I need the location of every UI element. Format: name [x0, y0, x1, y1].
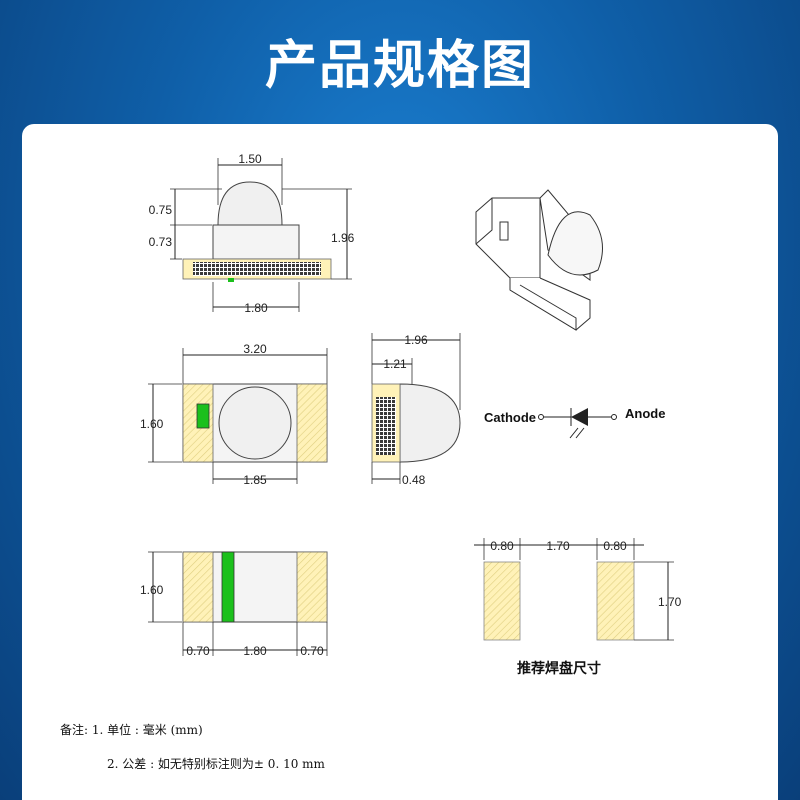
footprint-view: 0.80 1.70 0.80 1.70 推荐焊盘尺寸: [474, 538, 682, 677]
end-dome: [399, 383, 461, 463]
dim-side-bottom: 1.80: [244, 301, 268, 315]
dim-side-top: 1.50: [238, 152, 262, 166]
cathode-label: Cathode: [484, 410, 536, 425]
anode-label: Anode: [625, 406, 665, 421]
side-dome: [217, 181, 283, 226]
dim-side-total: 1.96: [331, 231, 355, 245]
dim-fp-height: 1.70: [658, 595, 682, 609]
iso-view: [475, 189, 603, 331]
dim-top-inner: 1.85: [243, 473, 267, 487]
end-view: 1.96 1.21 0.48: [371, 333, 461, 487]
dim-bottom-pad-right: 0.70: [300, 644, 324, 658]
dim-end-bottom: 0.48: [402, 473, 426, 487]
end-contact-grid: [376, 397, 396, 455]
dim-bottom-pad-left: 0.70: [186, 644, 210, 658]
bottom-left-pad: [182, 551, 214, 623]
dim-end-inner: 1.21: [383, 357, 407, 371]
side-body: [212, 224, 300, 260]
top-right-pad: [296, 383, 328, 463]
bottom-right-pad: [296, 551, 328, 623]
side-view: 1.50 0.75 0.73 1.96 1.80: [149, 152, 355, 315]
note-line-2: 2. 公差 : 如无特别标注则为± 0. 10 mm: [107, 756, 326, 771]
side-contact-grid: [193, 262, 321, 276]
footprint-pad-left: [483, 561, 521, 641]
diode-symbol: Cathode Anode: [484, 406, 665, 439]
page-title: 产品规格图: [264, 35, 535, 96]
page-header: 产品规格图: [0, 0, 800, 120]
top-polarity-mark: [196, 403, 210, 429]
dim-fp-pad-right: 0.80: [603, 539, 627, 553]
dim-side-body: 0.73: [149, 235, 173, 249]
bottom-polarity-stripe: [221, 551, 235, 623]
dim-fp-pad-left: 0.80: [490, 539, 514, 553]
dim-top-len: 3.20: [243, 342, 267, 356]
dim-side-dome: 0.75: [149, 203, 173, 217]
footprint-caption: 推荐焊盘尺寸: [517, 660, 601, 677]
footprint-pad-right: [596, 561, 635, 641]
dim-end-total: 1.96: [404, 333, 428, 347]
bottom-view: 1.60 0.70 1.80 0.70: [140, 551, 328, 658]
note-line-1: 备注: 1. 单位 : 毫米 (mm): [60, 722, 203, 737]
notes: 备注: 1. 单位 : 毫米 (mm) 2. 公差 : 如无特别标注则为± 0.…: [60, 722, 326, 771]
dim-fp-gap: 1.70: [546, 539, 570, 553]
top-lens: [218, 386, 292, 460]
top-view: 3.20 1.60 1.85: [140, 342, 328, 487]
dim-bottom-mid: 1.80: [243, 644, 267, 658]
dim-bottom-width: 1.60: [140, 583, 164, 597]
dim-top-width: 1.60: [140, 417, 164, 431]
